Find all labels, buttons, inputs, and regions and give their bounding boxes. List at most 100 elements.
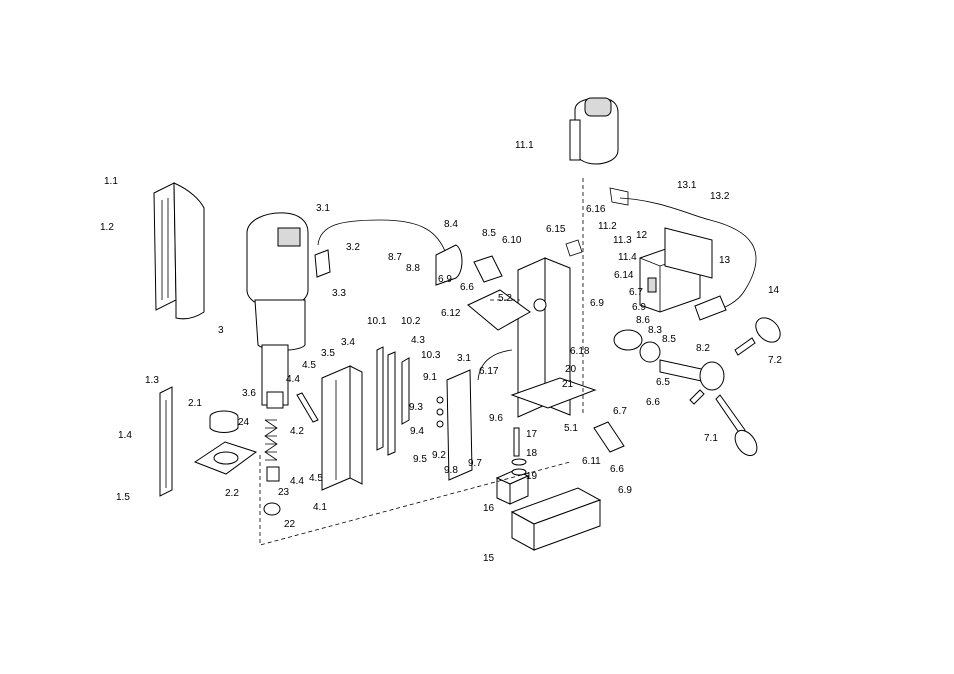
callout-label: 6.17	[479, 366, 499, 377]
callout-label: 15	[483, 553, 495, 564]
cable-3-1	[317, 219, 449, 261]
callout-label: 6.9	[618, 485, 632, 496]
slide-rail-4-1	[321, 365, 363, 491]
callout-label: 6.9	[438, 274, 452, 285]
callout-label: 6.9	[632, 302, 646, 313]
callout-label: 20	[565, 364, 577, 375]
callout-label: 17	[526, 429, 538, 440]
power-cable-14	[619, 197, 757, 313]
callout-label: 8.6	[636, 315, 650, 326]
callout-label: 4.1	[313, 502, 327, 513]
hub-8-4	[435, 244, 503, 286]
callout-label: 13	[719, 255, 731, 266]
callout-label: 9.2	[432, 450, 446, 461]
callout-label: 9.7	[468, 458, 482, 469]
gib-strips-10	[376, 346, 410, 456]
bracket-3-2	[314, 249, 331, 278]
callout-label: 6.15	[546, 224, 566, 235]
callout-label: 6.16	[586, 204, 606, 215]
callout-label: 8.3	[648, 325, 662, 336]
callout-label: 6.7	[629, 287, 643, 298]
callout-label: 4.5	[309, 473, 323, 484]
callout-label: 11.3	[613, 235, 632, 246]
callout-label: 6.18	[570, 346, 590, 357]
strip-4-2	[296, 392, 319, 423]
callout-label: 6.7	[613, 406, 627, 417]
column-5	[510, 257, 597, 418]
bolt-17	[513, 427, 520, 457]
callout-label: 6.9	[590, 298, 604, 309]
callout-label: 6.12	[441, 308, 461, 319]
callout-label: 10.3	[421, 350, 441, 361]
callout-label: 6.6	[460, 282, 474, 293]
callout-label: 24	[238, 417, 250, 428]
dashed-line-base	[259, 455, 571, 546]
block-16	[495, 469, 530, 505]
callout-label: 16	[483, 503, 495, 514]
callout-label: 1.2	[100, 222, 114, 233]
callout-label: 19	[526, 471, 538, 482]
callout-label: 1.4	[118, 430, 132, 441]
callout-label: 21	[562, 379, 574, 390]
base-flange-2-2	[193, 441, 258, 475]
callout-label: 6.11	[582, 456, 601, 467]
callout-label: 2.2	[225, 488, 239, 499]
callout-label: 3.1	[316, 203, 330, 214]
callout-label: 11.4	[618, 252, 637, 263]
callout-label: 10.2	[401, 316, 421, 327]
side-plate-1-3	[159, 386, 173, 497]
callout-label: 8.7	[388, 252, 402, 263]
callout-label: 3.2	[346, 242, 360, 253]
callout-label: 3.4	[341, 337, 355, 348]
motor-11-1	[569, 97, 619, 165]
callout-label: 5.1	[564, 423, 578, 434]
callout-label: 9.8	[444, 465, 458, 476]
nut-19	[511, 468, 527, 476]
callout-label: 23	[278, 487, 290, 498]
callout-label: 2.1	[188, 398, 202, 409]
ring-22	[263, 502, 281, 516]
callout-label: 8.8	[406, 263, 420, 274]
callout-label: 11.1	[515, 140, 534, 151]
callout-label: 4.5	[302, 360, 316, 371]
clamp-ring-2-1	[209, 410, 239, 433]
callout-label: 3.1	[457, 353, 471, 364]
slide-carriage-9	[436, 369, 473, 481]
callout-label: 9.6	[489, 413, 503, 424]
callout-label: 7.1	[704, 433, 718, 444]
callout-label: 4.4	[286, 374, 300, 385]
callout-label: 4.2	[290, 426, 304, 437]
callout-label: 6.14	[614, 270, 634, 281]
gear-assembly-8	[613, 329, 661, 363]
plate-6-12	[467, 289, 531, 331]
washer-18	[511, 458, 527, 466]
callout-label: 9.3	[409, 402, 423, 413]
callout-label: 1.1	[104, 176, 118, 187]
callout-label: 3.6	[242, 388, 256, 399]
callout-label: 18	[526, 448, 538, 459]
callout-label: 14	[768, 285, 780, 296]
callout-label: 6.6	[610, 464, 624, 475]
switch-11-2	[609, 187, 629, 206]
plug-14	[694, 295, 727, 321]
callout-label: 12	[636, 230, 648, 241]
callout-label: 3.3	[332, 288, 346, 299]
callout-label: 6.5	[656, 377, 670, 388]
callout-labels: 1.11.21.31.41.52.12.233.13.23.33.43.53.6…	[100, 140, 782, 564]
spring-6-15	[565, 239, 583, 257]
callout-label: 3.5	[321, 348, 335, 359]
callout-label: 9.1	[423, 372, 437, 383]
cover-plate-1-1	[153, 182, 205, 320]
callout-label: 6.6	[646, 397, 660, 408]
callout-label: 7.2	[768, 355, 782, 366]
callout-label: 10.1	[367, 316, 387, 327]
callout-label: 8.4	[444, 219, 458, 230]
callout-label: 9.4	[410, 426, 424, 437]
drill-motor-3	[246, 212, 309, 409]
callout-label: 22	[284, 519, 296, 530]
plate-6-11	[593, 421, 625, 453]
callout-label: 9.5	[413, 454, 427, 465]
bushing-23	[266, 466, 280, 482]
callout-label: 13.2	[710, 191, 730, 202]
